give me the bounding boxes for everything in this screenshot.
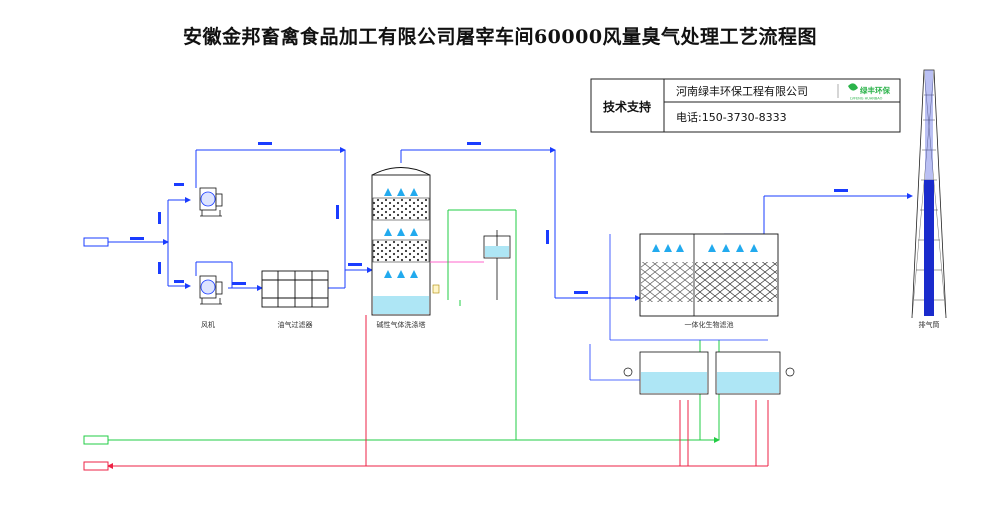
fan-lower: [199, 275, 223, 305]
water-inlet-tag: [83, 435, 109, 445]
scrubber-label: 碱性气体洗涤塔: [377, 320, 426, 329]
pipe-tags: [130, 142, 848, 294]
company-logo: 绿丰环保 LVFENG HUANBAO: [848, 83, 890, 101]
tech-support-label: 技术支持: [603, 99, 651, 114]
phone-number: 电话:150-3730-8333: [676, 111, 787, 124]
oil-filter-label: 油气过滤器: [278, 320, 313, 329]
title-block: 技术支持 河南绿丰环保工程有限公司 绿丰环保 LVFENG HUANBAO 电话…: [590, 78, 901, 133]
fan-upper: [199, 187, 223, 217]
chimney: [911, 69, 947, 319]
diagram-title: 安徽金邦畜禽食品加工有限公司屠宰车间60000风量臭气处理工艺流程图: [182, 26, 818, 48]
oil-filter: [261, 270, 329, 308]
bio-filter: [609, 233, 779, 341]
gas-piping: [83, 147, 913, 301]
dosing-tank: [430, 230, 511, 300]
bio-filter-label: 一体化生物滤池: [685, 320, 734, 329]
fan-label: 风机: [201, 320, 215, 329]
chimney-label: 排气筒: [919, 320, 940, 329]
water-tanks: [589, 344, 795, 395]
water-piping: [108, 209, 720, 443]
company-name: 河南绿丰环保工程有限公司: [676, 84, 808, 98]
logo-text: 绿丰环保: [860, 85, 890, 95]
drain-piping: [107, 315, 769, 469]
drain-outlet-tag: [83, 461, 109, 471]
scrubber-tower: [371, 167, 440, 316]
logo-subtext: LVFENG HUANBAO: [850, 97, 883, 101]
